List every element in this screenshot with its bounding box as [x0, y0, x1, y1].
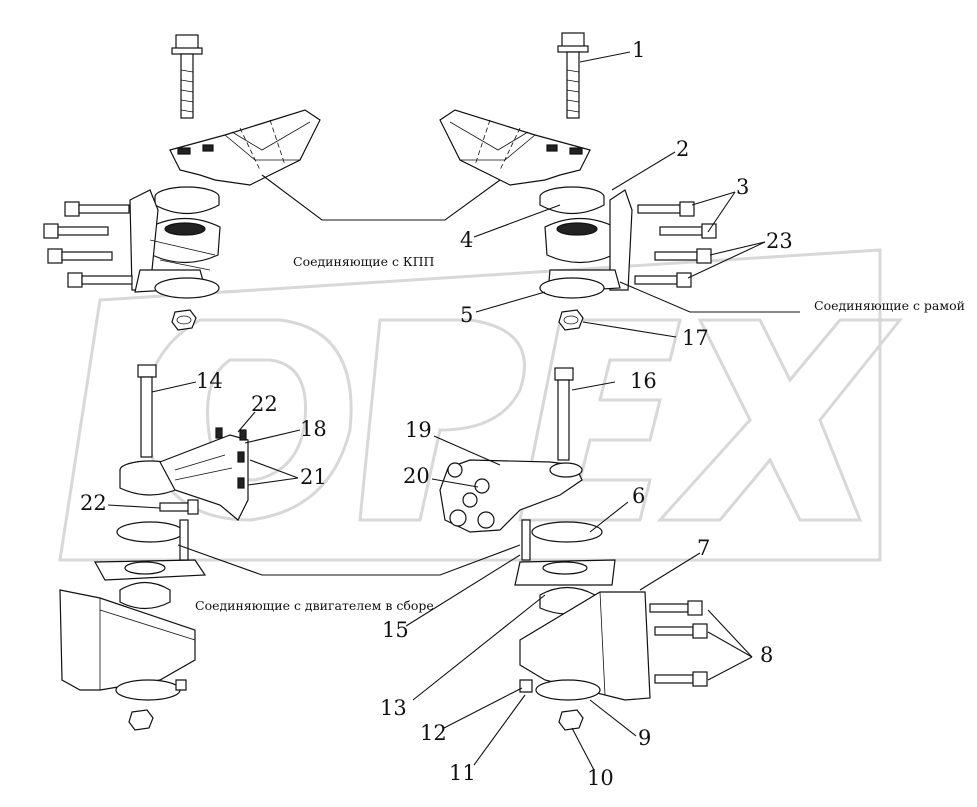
bolt-16 — [554, 367, 574, 461]
nut-right-bottom — [519, 679, 584, 731]
label-22-upper: 22 — [251, 392, 278, 416]
label-12: 12 — [420, 721, 447, 745]
bolt-1-left — [171, 34, 203, 119]
caption-gearbox: Соединяющие с КПП — [293, 254, 434, 269]
bolt-14 — [137, 364, 157, 458]
label-9: 9 — [638, 726, 651, 750]
engine-mount-right — [514, 519, 651, 701]
leader-lines — [107, 51, 766, 771]
bracket-18 — [119, 427, 249, 521]
nut-left-top — [171, 309, 197, 331]
label-14: 14 — [196, 369, 223, 393]
label-18: 18 — [300, 417, 327, 441]
nut-left-bottom — [128, 679, 187, 731]
rubber-cushion-left — [129, 186, 221, 299]
label-16: 16 — [630, 369, 657, 393]
caption-engine: Соединяющие с двигателем в сборе — [195, 598, 434, 613]
label-5: 5 — [460, 303, 473, 327]
label-1: 1 — [632, 38, 645, 62]
label-19: 19 — [405, 418, 432, 442]
label-22-lower: 22 — [80, 491, 107, 515]
label-2: 2 — [676, 137, 689, 161]
label-15: 15 — [382, 618, 409, 642]
label-6: 6 — [632, 484, 645, 508]
label-20: 20 — [403, 464, 430, 488]
label-13: 13 — [380, 696, 407, 720]
label-17: 17 — [682, 326, 709, 350]
bolts-left-horizontal — [43, 201, 133, 288]
label-10: 10 — [587, 766, 614, 790]
rubber-cushion-right — [539, 186, 633, 299]
label-23: 23 — [766, 229, 793, 253]
nut-right-top — [558, 309, 584, 331]
label-7: 7 — [697, 536, 710, 560]
caption-frame: Соединяющие с рамой — [814, 298, 965, 313]
bolt-22-lower — [159, 499, 199, 515]
bolts-8 — [649, 600, 708, 687]
bolts-right-horizontal — [634, 201, 717, 288]
bracket-right-upper — [439, 109, 591, 186]
bracket-19 — [439, 459, 583, 533]
label-3: 3 — [736, 175, 749, 199]
engine-mount-left — [59, 519, 207, 701]
bolt-1-right — [557, 32, 589, 119]
label-21: 21 — [300, 465, 327, 489]
label-8: 8 — [760, 643, 773, 667]
label-4: 4 — [460, 228, 473, 252]
label-11: 11 — [449, 761, 476, 785]
bracket-left-upper — [169, 109, 321, 186]
